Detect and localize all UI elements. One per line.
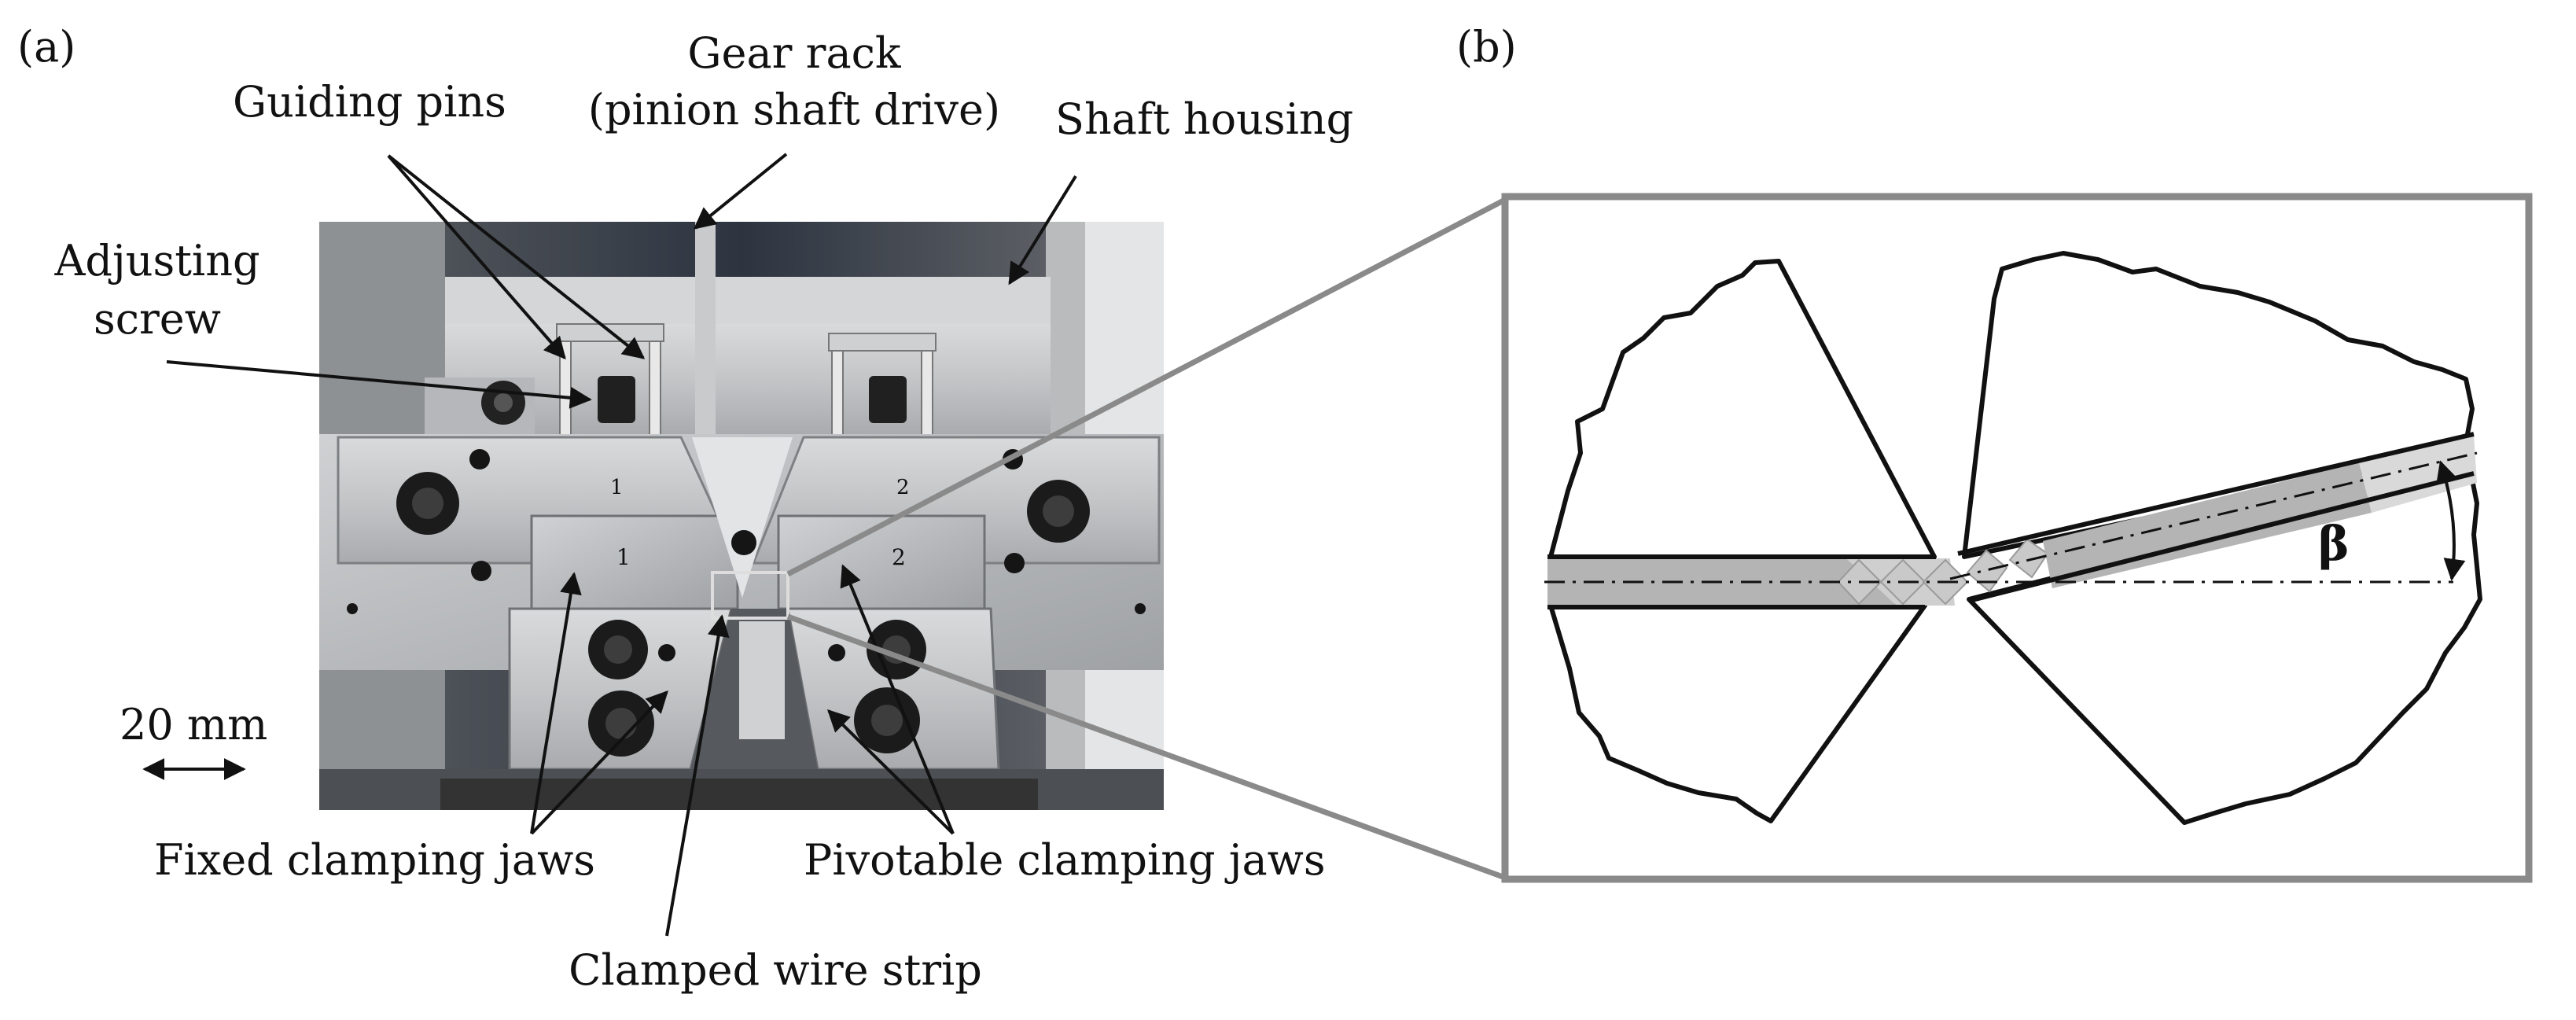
- right-jaw-lower-outline: [1967, 469, 2482, 825]
- label-gear-rack-1: Gear rack: [687, 28, 902, 78]
- center-lines: [1544, 451, 2478, 584]
- right-jaw-upper-outline: [1962, 251, 2475, 559]
- jaw-mark-1-upper: 1: [610, 476, 624, 499]
- label-pivotable-clamping-jaws: Pivotable clamping jaws: [804, 835, 1326, 885]
- jaw-mark-2-lower: 2: [892, 544, 906, 570]
- angle-beta: β: [2318, 517, 2350, 572]
- left-jaw-upper-outline: [1548, 259, 1937, 559]
- zoom-connector: [786, 197, 1507, 881]
- label-adjusting-screw-2: screw: [94, 294, 221, 344]
- left-jaw-lower-outline: [1548, 603, 1927, 823]
- guiding-pin-right: [831, 336, 844, 441]
- panel-a-label: (a): [17, 22, 75, 72]
- angle-arc: [2436, 460, 2466, 581]
- jaw-mark-2-upper: 2: [896, 476, 910, 499]
- label-shaft-housing: Shaft housing: [1055, 94, 1353, 144]
- label-guiding-pins: Guiding pins: [233, 77, 506, 127]
- photo-clamping-device: 1 2 1 2: [319, 222, 1164, 810]
- label-gear-rack-2: (pinion shaft drive): [588, 85, 1000, 134]
- detail-drawing: [1548, 251, 2482, 825]
- panel-b-label: (b): [1456, 22, 1517, 72]
- label-scale-bar: 20 mm: [120, 700, 267, 749]
- guiding-pin-left: [559, 326, 572, 441]
- label-fixed-clamping-jaws: Fixed clamping jaws: [154, 835, 595, 885]
- label-clamped-wire-strip: Clamped wire strip: [569, 945, 982, 995]
- gear-rack: [695, 222, 716, 434]
- label-adjusting-screw-1: Adjusting: [53, 236, 259, 285]
- shaft-housing: [445, 277, 1051, 324]
- jaw-mark-1-lower: 1: [616, 544, 631, 570]
- wire-strip-highlight: [711, 571, 789, 620]
- wire-strip: [1547, 432, 2477, 609]
- callout-arrows: [142, 153, 1077, 937]
